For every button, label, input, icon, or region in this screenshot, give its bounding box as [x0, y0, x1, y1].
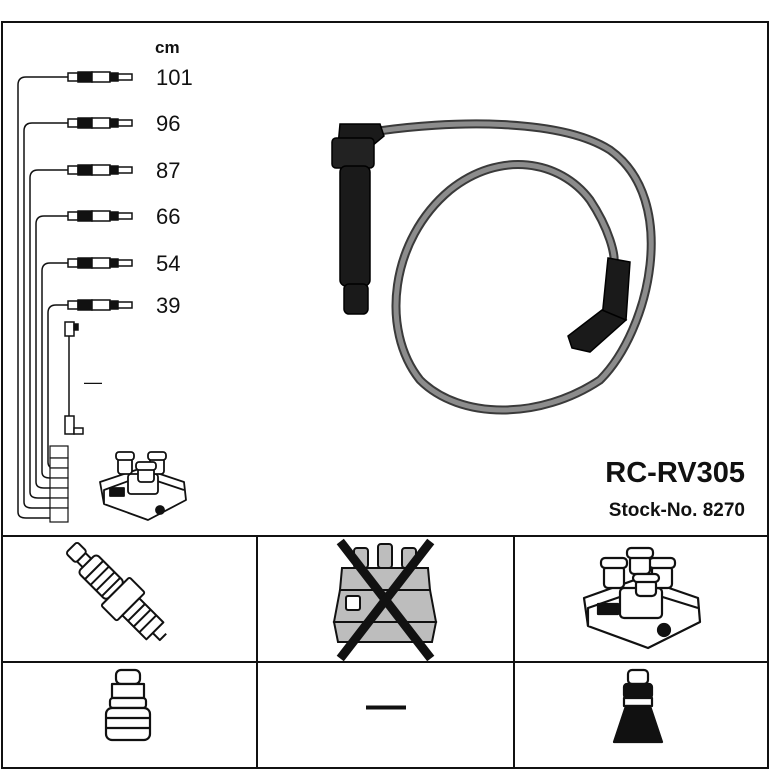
distributor-terminal-dash: — — [366, 683, 406, 727]
length-label-4: 66 — [156, 204, 180, 229]
coil-pack-small-icon — [99, 451, 187, 521]
lead-connectors — [67, 71, 133, 311]
product-code: RC-RV305 — [605, 457, 745, 489]
not-applicable-cross-icon — [336, 538, 435, 662]
length-label-5: 54 — [156, 251, 180, 276]
extra-lead — [64, 321, 84, 435]
unit-label: cm — [155, 38, 180, 57]
length-label-3: 87 — [156, 158, 180, 183]
length-label-6: 39 — [156, 293, 180, 318]
length-label-2: 96 — [156, 111, 180, 136]
coil-terminal-icon — [612, 668, 664, 744]
coil-terminal-stack — [49, 445, 69, 523]
coil-pack-icon — [582, 546, 702, 650]
ignition-cable-illustration — [331, 119, 656, 415]
spark-plug-boot — [331, 123, 385, 315]
stock-number: Stock-No. 8270 — [609, 500, 745, 521]
coil-boot — [567, 257, 631, 353]
spark-plug-icon — [66, 542, 167, 642]
frame-grid — [1, 21, 769, 769]
length-labels: 101 96 87 66 54 39 — [156, 65, 193, 318]
length-label-1: 101 — [156, 65, 193, 90]
extra-lead-dash: — — [84, 372, 102, 392]
spark-plug-terminal-icon — [104, 668, 152, 742]
